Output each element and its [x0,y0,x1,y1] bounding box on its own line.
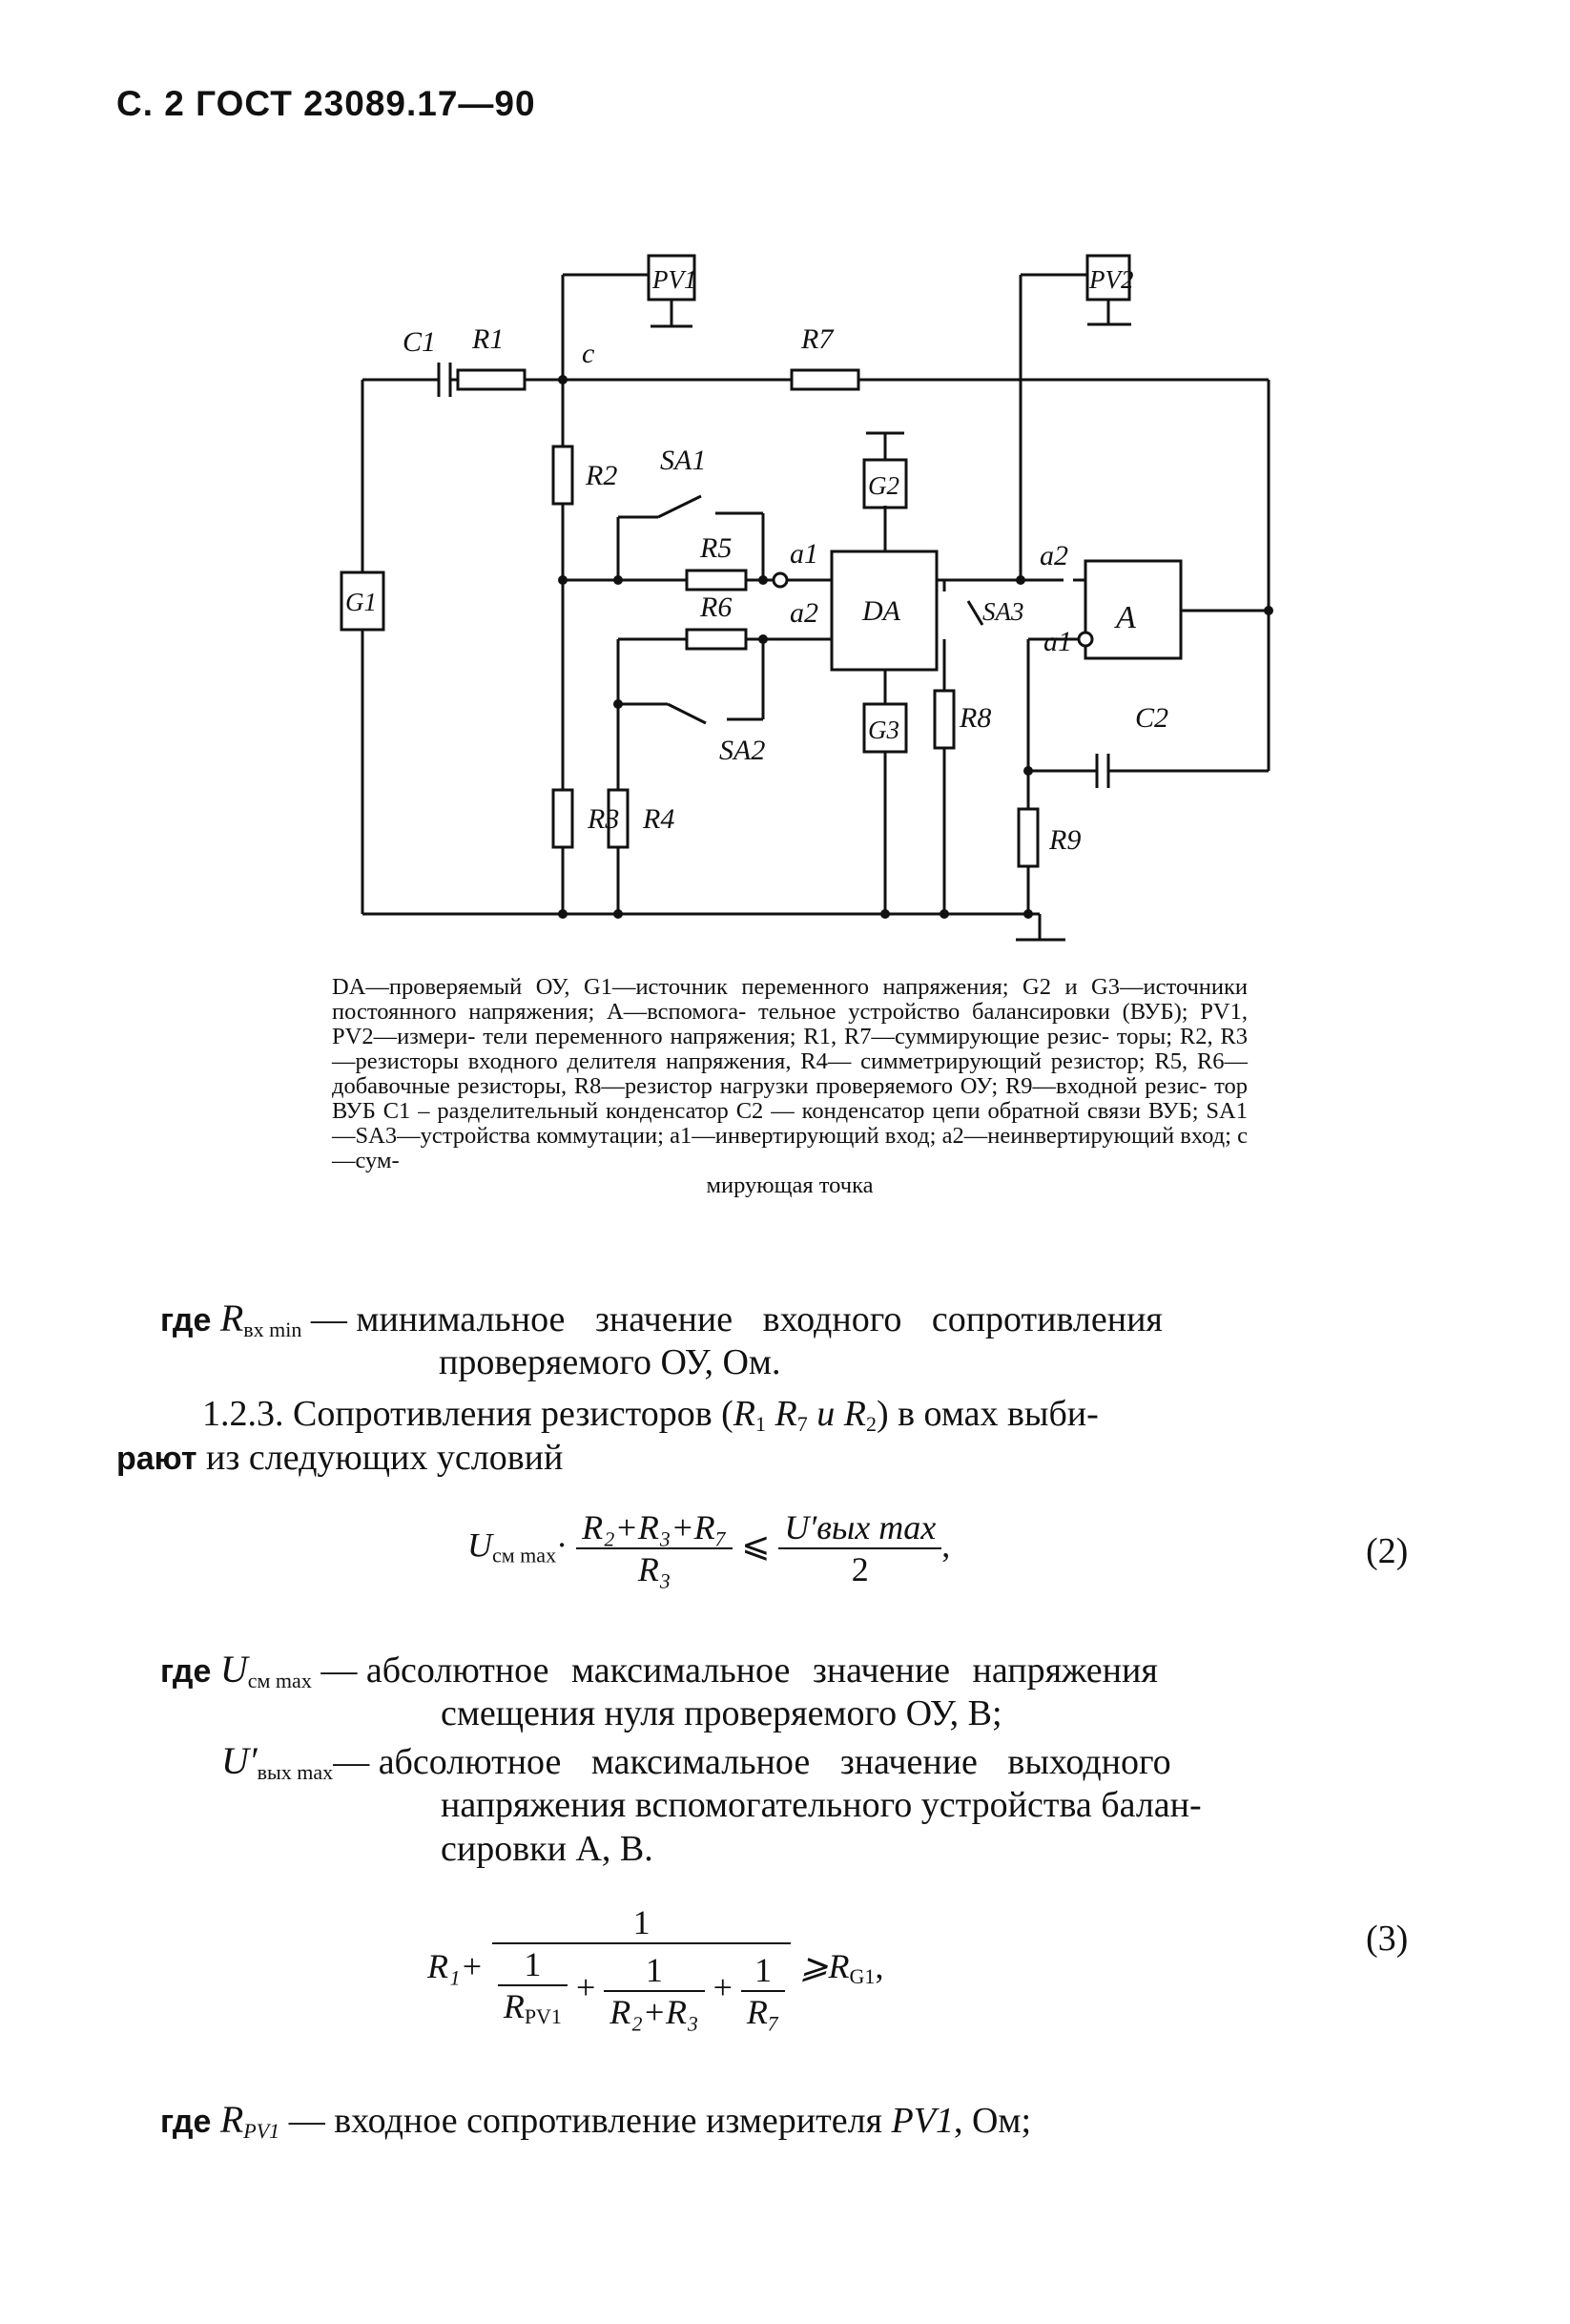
fraction: U′вых max 2 [778,1507,942,1589]
formula-3: R₁+ 1 1 RPV1 + 1 R₂+R₃ + 1 R₇ ⩾RG1, [427,1902,883,2037]
equation-number-3: (3) [1366,1919,1409,1959]
equation-number-2: (2) [1366,1531,1409,1571]
paragraph-1-2-3-cont: рают из следующих условий [116,1438,564,1478]
label-a2-a: a2 [1040,540,1068,571]
label-c-node: c [582,338,594,369]
label-r8: R8 [959,702,991,734]
label-c2: C2 [1135,702,1168,734]
fraction: 1 1 RPV1 + 1 R₂+R₃ + 1 R₇ [491,1902,792,2037]
uvyx-definition: U′вых max— абсолютное максимальное значе… [221,1739,1171,1785]
figure-caption: DA—проверяемый ОУ, G1—источник переменно… [332,975,1248,1198]
label-pv1: PV1 [651,265,697,294]
rvx-definition-cont: проверяемого ОУ, Ом. [439,1342,781,1382]
caption-line: a1—инвертирующий вход; a2—неинвертирующи… [332,1123,1249,1173]
caption-line: R8—резистор нагрузки проверяемого ОУ; R9… [573,1073,1208,1099]
label-g3: G3 [868,716,899,744]
label-r1: R1 [471,323,504,355]
label-a: A [1114,600,1136,635]
caption-line: цепи обратной связи ВУБ; SA1—SA3—устройс… [332,1098,1249,1149]
caption-line: G2 и G3—источники постоянного напряжения… [332,974,1249,1025]
label-a1-a: a1 [1043,626,1072,657]
label-g2: G2 [868,471,899,500]
label-g1: G1 [345,588,377,616]
caption-line: торы; R2, R3—резисторы входного делителя… [332,1024,1249,1074]
label-a2-da: a2 [790,597,818,629]
ucm-definition-cont: смещения нуля проверяемого ОУ, В; [441,1693,1002,1733]
label-a1-da: a1 [790,538,818,570]
ucm-definition: где Uсм max — абсолютное максимальное зн… [160,1648,1158,1693]
label-r3: R3 [587,803,619,835]
caption-line: тели переменного напряжения; R1, R7—сумм… [483,1024,1110,1049]
label-sa1: SA1 [660,445,706,476]
caption-line: мирующая точка [706,1172,874,1198]
page-header: С. 2 ГОСТ 23089.17—90 [116,84,536,123]
label-c1: C1 [403,326,436,358]
label-da: DA [861,595,901,627]
label-r2: R2 [585,460,617,491]
formula-2: Uсм max· R₂+R₃+R₇ R₃ ⩽ U′вых max 2 , [467,1507,951,1589]
rpv-definition: где RPV1 — входное сопротивление измерит… [160,2098,1031,2144]
uvyx-definition-cont: напряжения вспомогательного устройства б… [441,1785,1202,1825]
caption-line: симметрирующий резистор; R5, R6—добавочн… [332,1048,1248,1099]
label-r6: R6 [699,591,732,623]
caption-line: тельное устройство балансировки (ВУБ); P… [332,999,1248,1049]
fraction: 1 R₇ [740,1950,786,2032]
label-r9: R9 [1048,824,1081,856]
fraction: 1 RPV1 [497,1944,568,2037]
label-r7: R7 [800,323,835,355]
circuit-diagram: C1 R1 c PV1 R7 PV2 R2 SA1 G2 R5 a1 DA a2… [340,254,1273,942]
paragraph-1-2-3: 1.2.3. Сопротивления резисторов (R1 R7 и… [202,1394,1099,1436]
fraction: 1 R₂+R₃ [604,1950,705,2032]
caption-line: DA—проверяемый ОУ, G1—источник переменно… [332,974,1009,1000]
caption-line: тор ВУБ C1 – разделительный конденсатор … [332,1073,1248,1124]
uvyx-definition-cont2: сировки A, В. [441,1829,653,1869]
label-r4: R4 [642,803,674,835]
fraction: R₂+R₃+R₇ R₃ [576,1507,733,1589]
label-sa3: SA3 [982,597,1024,626]
rvx-definition: где Rвх min — минимальное значение входн… [160,1297,1163,1342]
label-r5: R5 [699,532,732,564]
label-sa2: SA2 [719,735,765,766]
label-pv2: PV2 [1088,265,1134,294]
